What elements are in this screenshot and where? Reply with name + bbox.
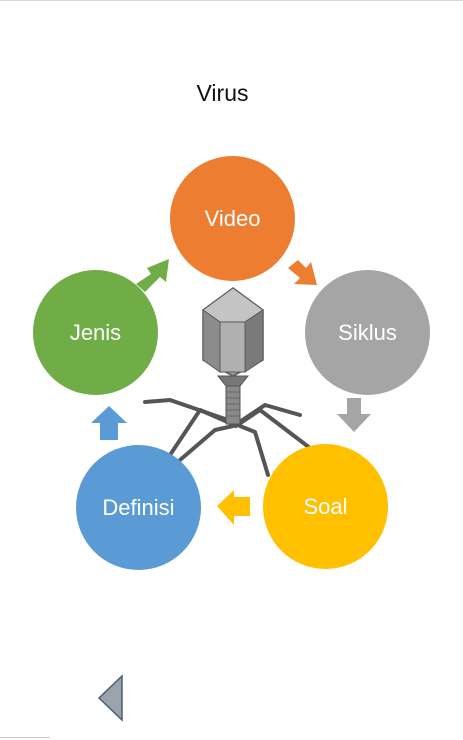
bacteriophage-virus-icon xyxy=(143,287,312,477)
node-soal[interactable]: Soal xyxy=(263,444,388,569)
node-video[interactable]: Video xyxy=(170,156,295,281)
arrow-soal-to-definisi-icon xyxy=(217,490,250,525)
arrow-definisi-to-jenis-icon xyxy=(91,406,127,440)
node-definisi-label: Definisi xyxy=(102,494,175,520)
node-siklus-label: Siklus xyxy=(338,319,397,345)
node-definisi[interactable]: Definisi xyxy=(76,445,201,570)
node-jenis-label: Jenis xyxy=(69,319,122,345)
back-triangle-icon[interactable] xyxy=(97,674,125,722)
top-border xyxy=(0,0,463,1)
node-jenis[interactable]: Jenis xyxy=(33,270,158,395)
arrow-jenis-to-video-icon xyxy=(136,259,169,292)
diagram-title: Virus xyxy=(196,80,249,106)
node-video-label: Video xyxy=(204,205,261,231)
arrow-video-to-siklus-icon xyxy=(288,260,317,285)
node-soal-label: Soal xyxy=(303,493,348,519)
node-siklus[interactable]: Siklus xyxy=(305,270,430,395)
arrow-siklus-to-soal-icon xyxy=(337,398,371,432)
bottom-border xyxy=(0,737,50,738)
